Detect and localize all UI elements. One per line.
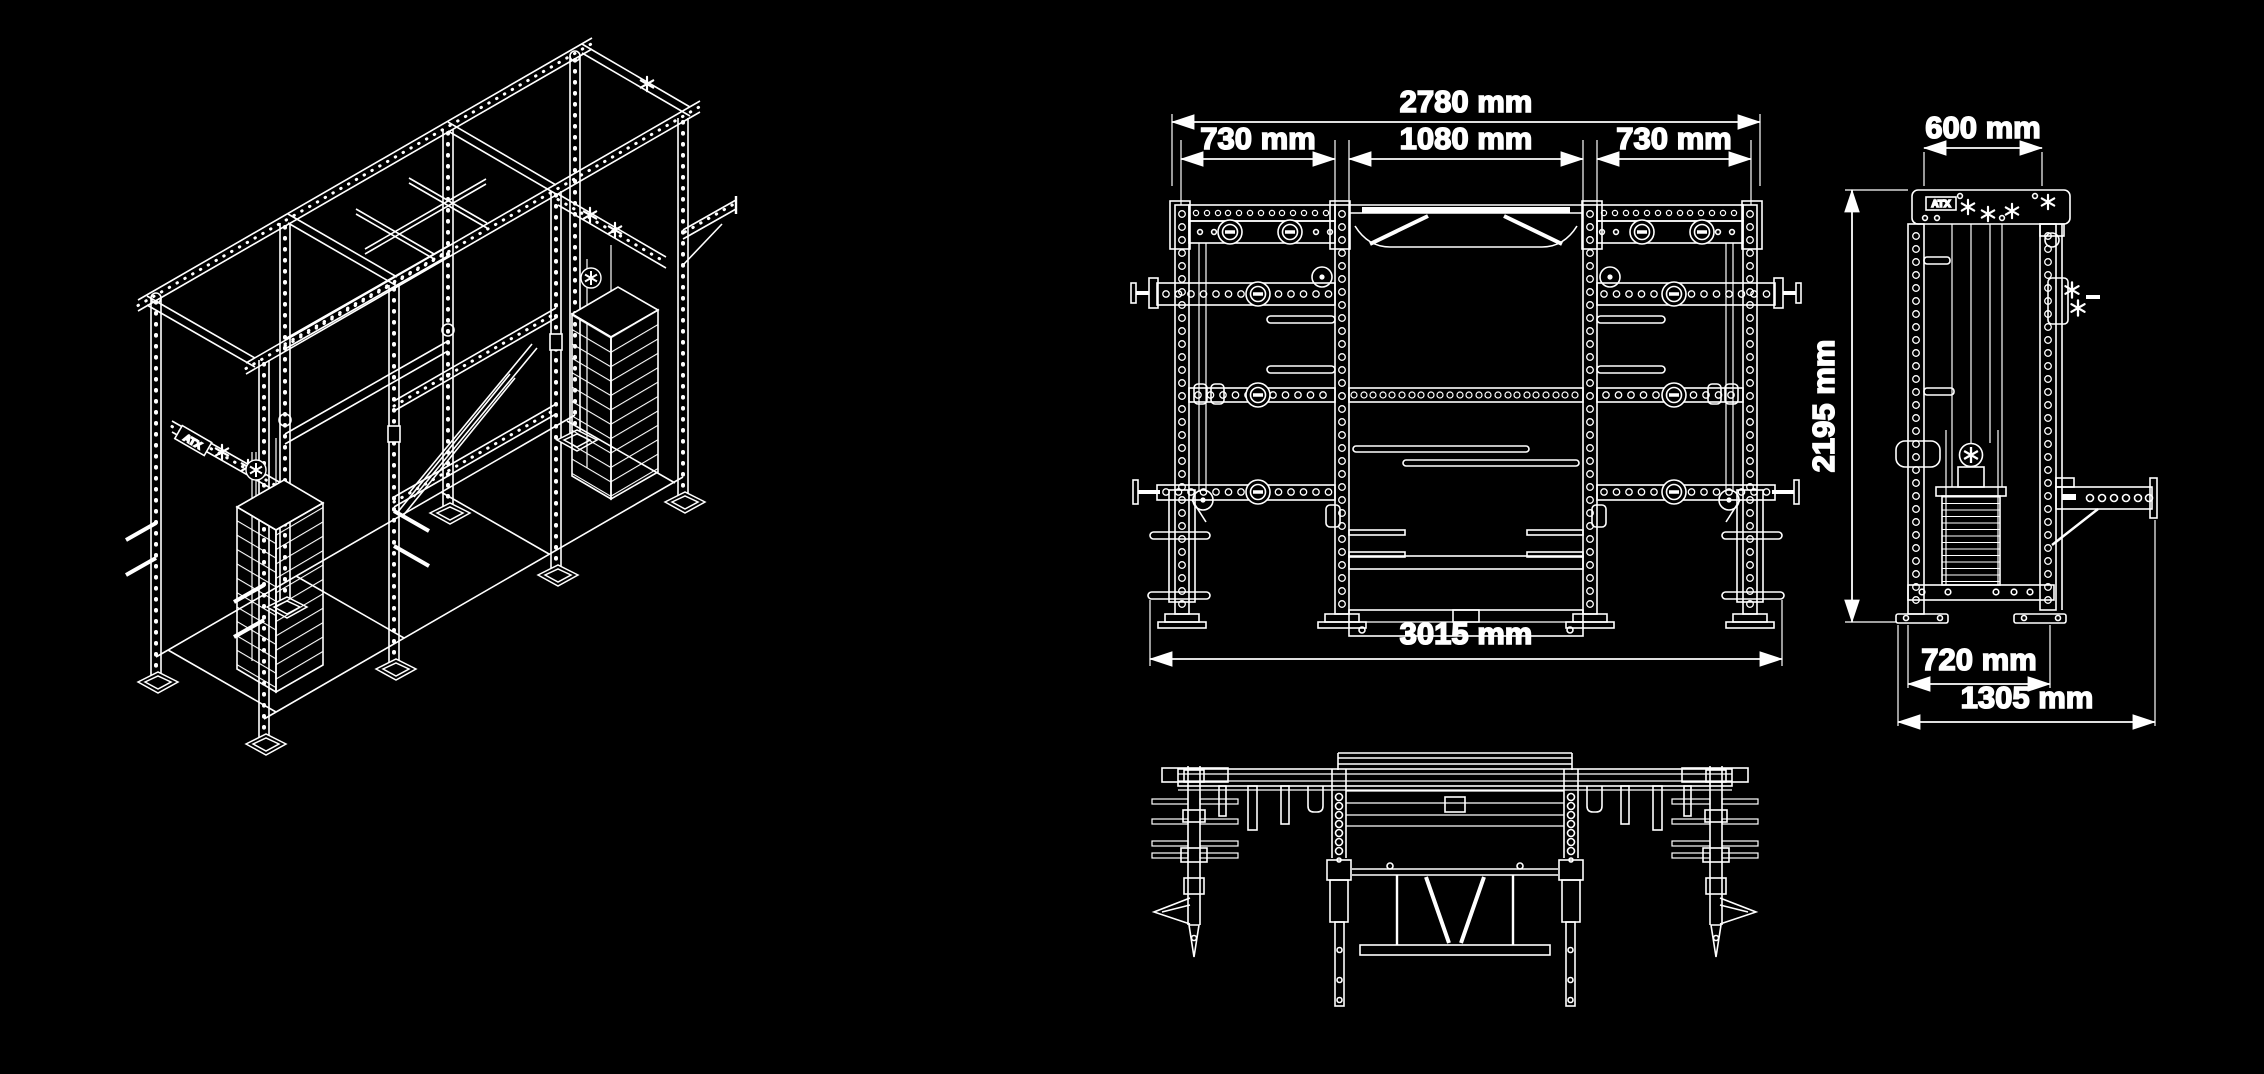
iso-diagonal-bars: [393, 343, 538, 568]
dim-total-depth-label: 1305 mm: [1961, 680, 2094, 715]
top-left-end: [1151, 766, 1324, 958]
top-truss: [1352, 862, 1558, 956]
lock-knob-icon: [1628, 218, 1656, 246]
iso-weight-horns: [125, 521, 265, 639]
lock-knob-icon: [1660, 280, 1688, 308]
pulley-icon: [1958, 442, 1984, 468]
side-view: 600 mm 2195 mm 720 mm 1305 mm ATX: [1805, 109, 2158, 730]
svg-text:ATX: ATX: [1931, 199, 1951, 210]
front-pullup-assembly: [1349, 204, 1583, 248]
front-bottom-beams: [1348, 555, 1584, 637]
front-rail-row-mid: [1188, 381, 1744, 409]
side-dimensions: 600 mm 2195 mm 720 mm 1305 mm: [1805, 109, 2156, 730]
front-feet: [1157, 613, 1775, 629]
lock-knob-icon: [1660, 381, 1688, 409]
dim-center-bay-label: 1080 mm: [1400, 121, 1533, 156]
lock-knob-icon: [1244, 280, 1272, 308]
front-rail-row-top: [1130, 277, 1802, 309]
iso-j-hooks: [278, 323, 563, 443]
front-center-bars: [1352, 445, 1580, 467]
side-top-beam: ATX: [1911, 189, 2071, 248]
dim-total-width-label: 2780 mm: [1400, 84, 1533, 119]
dim-base-depth-label: 720 mm: [1921, 642, 2036, 677]
top-view: [1151, 752, 1759, 1007]
iso-top-rails: [136, 37, 702, 375]
weight-stack: [235, 479, 325, 694]
side-uprights: [1895, 223, 2063, 615]
top-right-end: [1586, 766, 1759, 958]
top-main-band: [1177, 768, 1733, 791]
front-cables: [1192, 243, 1740, 511]
lock-knob-icon: [1688, 218, 1716, 246]
top-inner-posts: [1326, 769, 1584, 1007]
pulley-icon: [245, 459, 267, 481]
isometric-view: ATX: [125, 37, 738, 756]
weight-stack: [570, 286, 660, 501]
dim-height-label: 2195 mm: [1806, 340, 1841, 473]
dim-top-depth-label: 600 mm: [1925, 110, 2040, 145]
iso-right-cable-tower: [556, 193, 668, 501]
dim-right-bay-label: 730 mm: [1616, 121, 1731, 156]
front-view: 2780 mm 730 mm 1080 mm 730 mm 3015 mm: [1130, 83, 1802, 667]
iso-mid-rails: [283, 245, 558, 508]
side-pulley-trolley: [2047, 277, 2100, 325]
lock-knob-icon: [1216, 218, 1244, 246]
iso-left-cable-tower: ATX: [170, 420, 325, 694]
lock-knob-icon: [1660, 478, 1688, 506]
top-center-box: [1337, 752, 1573, 827]
front-plate-sleeves: [1147, 489, 1785, 603]
side-base: [1895, 584, 2067, 624]
dim-left-bay-label: 730 mm: [1200, 121, 1315, 156]
front-rail-row-low: [1132, 478, 1800, 523]
iso-extension-arm: [639, 75, 738, 266]
pulley-icon: [580, 267, 602, 289]
front-pegs: [1266, 315, 1666, 374]
side-extension-arm: [2051, 477, 2158, 546]
atx-logo: ATX: [1925, 196, 1957, 211]
lock-knob-icon: [1244, 478, 1272, 506]
lock-knob-icon: [1244, 381, 1272, 409]
lock-knob-icon: [1276, 218, 1304, 246]
front-dimensions: 2780 mm 730 mm 1080 mm 730 mm 3015 mm: [1149, 83, 1783, 667]
